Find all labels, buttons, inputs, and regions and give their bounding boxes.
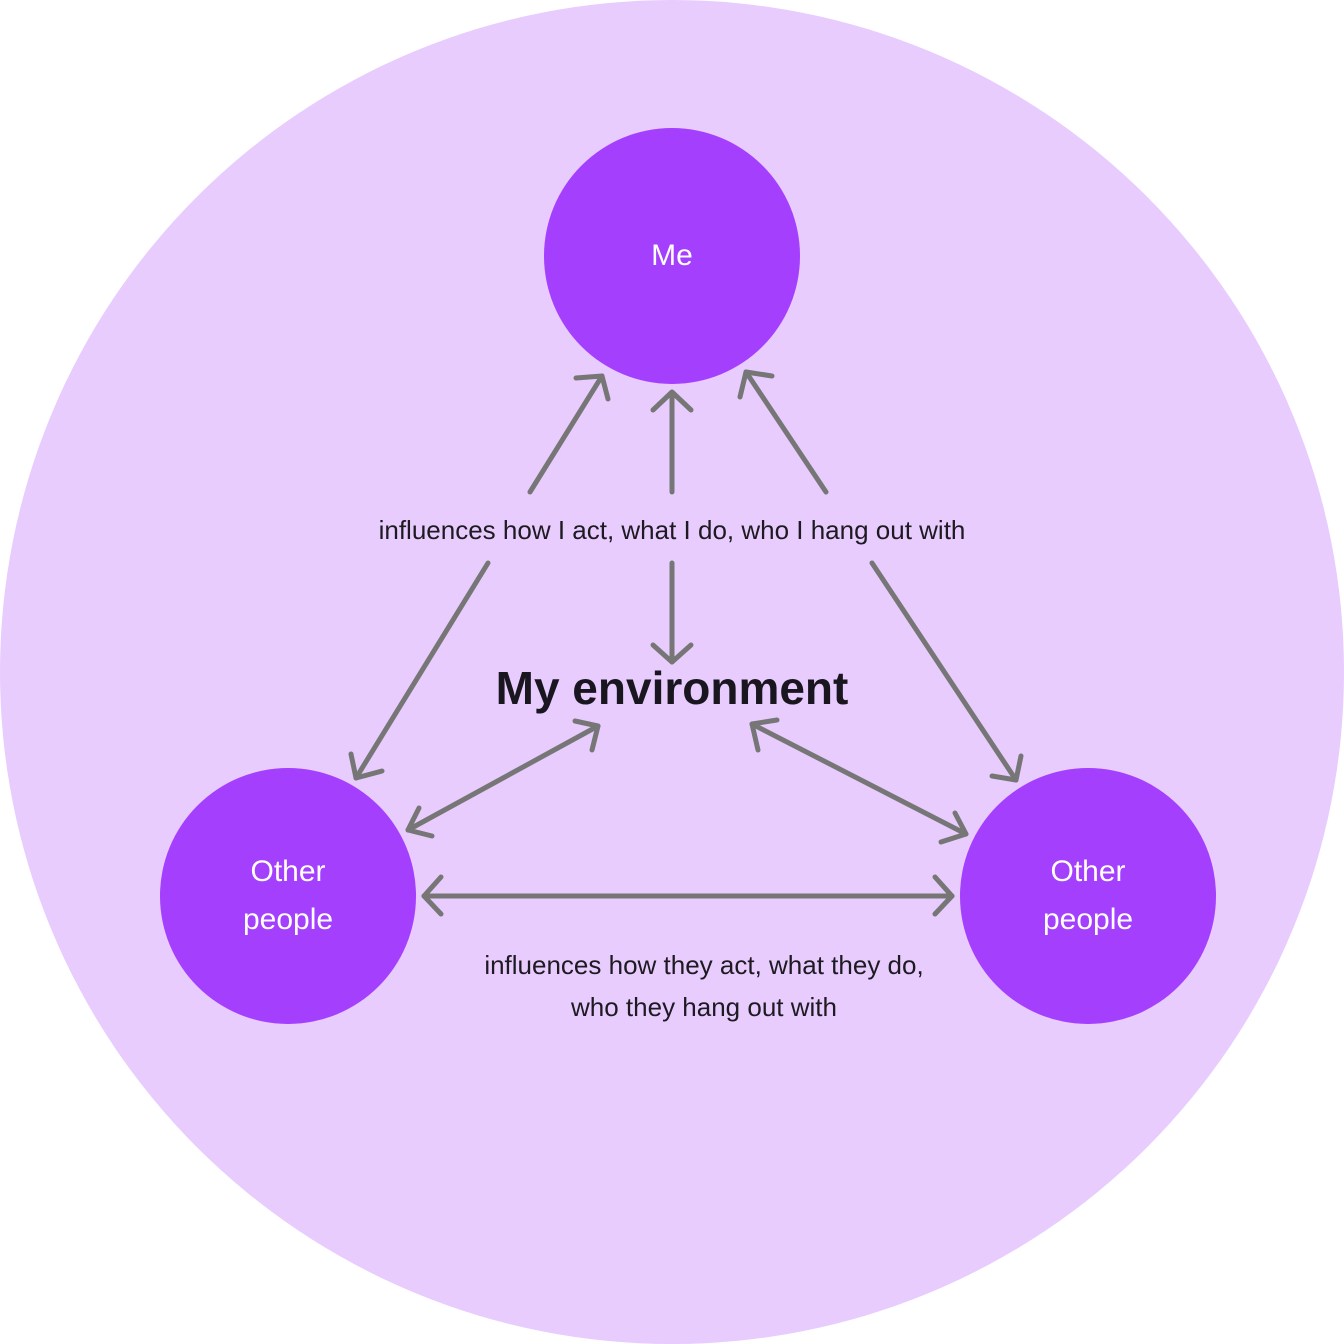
arrowhead-to-me-center xyxy=(650,389,694,413)
arrow-me-right-lower xyxy=(869,560,1019,783)
node-other-people-left-label: Other people xyxy=(242,855,334,936)
arrow-me-right-upper xyxy=(743,369,829,495)
arrow-env-right xyxy=(749,721,969,837)
node-other-people-left: Other people xyxy=(160,768,416,1024)
arrow-me-left-upper xyxy=(527,373,605,495)
arrowhead-env-right-a xyxy=(749,717,780,753)
node-me-label: Me xyxy=(651,239,693,272)
arrowhead-to-me-left xyxy=(573,373,611,402)
environment-title: My environment xyxy=(495,662,849,714)
node-other-people-right: Other people xyxy=(960,768,1216,1024)
arrowhead-to-right-node xyxy=(989,753,1024,783)
arrowhead-left-right-a xyxy=(421,874,444,917)
node-me: Me xyxy=(544,128,800,384)
top-caption: influences how I act, what I do, who I h… xyxy=(378,515,966,545)
node-other-people-right-label: Other people xyxy=(1042,855,1134,936)
bottom-caption: influences how they act, what they do, w… xyxy=(484,950,924,1022)
arrowhead-env-right-b xyxy=(938,810,969,845)
arrowhead-env-left-a xyxy=(405,805,435,839)
arrowhead-env-left-b xyxy=(572,718,601,753)
arrowhead-to-left-node xyxy=(348,751,385,781)
arrowhead-to-me-right xyxy=(737,369,775,400)
arrowhead-to-environment xyxy=(650,642,694,665)
arrow-env-left xyxy=(405,723,601,833)
arrowhead-left-right-b xyxy=(932,874,955,917)
arrow-me-left-lower xyxy=(353,560,491,781)
